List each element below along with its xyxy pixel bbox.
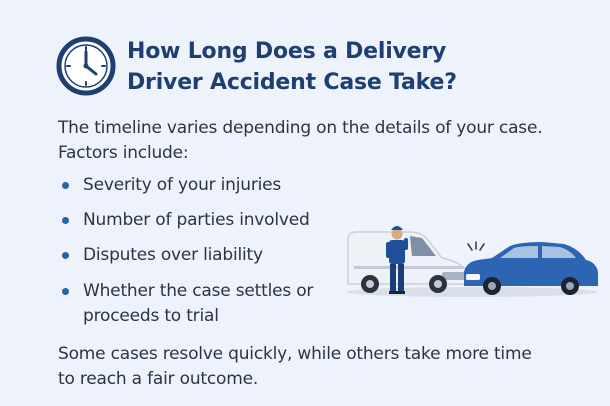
- delivery-van-icon: [347, 231, 467, 293]
- bullet-dot-icon: [62, 182, 69, 189]
- list-item: Severity of your injuries: [62, 173, 281, 198]
- closing-line-1: Some cases resolve quickly, while others…: [58, 344, 532, 364]
- closing-line-2: to reach a fair outcome.: [58, 369, 259, 389]
- closing-paragraph: Some cases resolve quickly, while others…: [58, 342, 598, 392]
- list-item: Disputes over liability: [62, 243, 263, 268]
- impact-lines-icon: [467, 241, 485, 251]
- list-item: Whether the case settles or proceeds to …: [62, 279, 313, 329]
- blue-car-icon: [464, 242, 598, 295]
- title-line-2: Driver Accident Case Take?: [127, 70, 457, 95]
- bullet-dot-icon: [62, 252, 69, 259]
- intro-line-2: Factors include:: [58, 143, 189, 163]
- driver-figure-icon: [386, 226, 408, 294]
- list-item: Number of parties involved: [62, 208, 310, 233]
- factor-text: Disputes over liability: [83, 245, 263, 265]
- title-line-1: How Long Does a Delivery: [127, 39, 447, 64]
- intro-paragraph: The timeline varies depending on the det…: [58, 116, 578, 166]
- bullet-dot-icon: [62, 217, 69, 224]
- factor-text: Severity of your injuries: [83, 175, 282, 195]
- factor-text-continued: proceeds to trial: [83, 306, 219, 326]
- page-title: How Long Does a Delivery Driver Accident…: [127, 36, 587, 98]
- factor-text: Whether the case settles or: [83, 281, 314, 301]
- bullet-dot-icon: [62, 288, 69, 295]
- clock-icon: [56, 36, 116, 96]
- factor-text: Number of parties involved: [83, 210, 310, 230]
- intro-line-1: The timeline varies depending on the det…: [58, 118, 543, 138]
- delivery-van-collision-illustration: [347, 226, 598, 297]
